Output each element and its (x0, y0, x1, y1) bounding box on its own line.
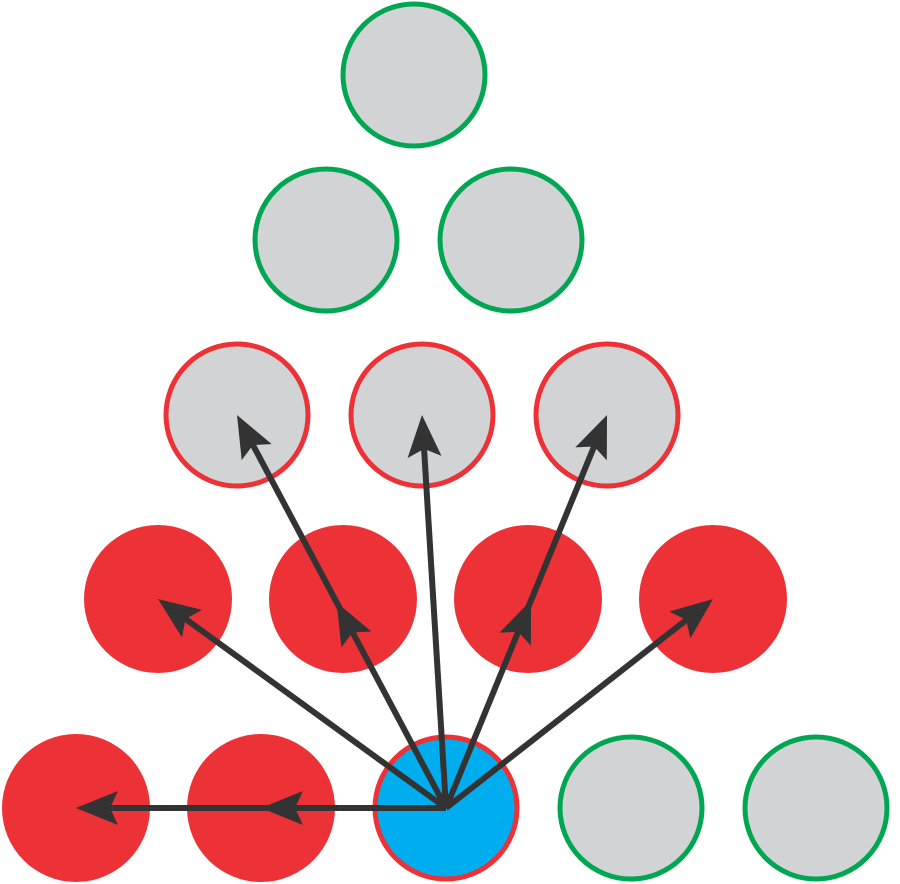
node-r0c0 (340, 1, 488, 149)
arrow-head-r2c1 (407, 415, 442, 458)
arrow-head-r4c0 (76, 791, 118, 825)
node-r4c3 (557, 734, 705, 882)
arrow-head-r2c2 (575, 415, 607, 461)
node-r4c4 (742, 734, 890, 882)
node-r3c2 (454, 525, 602, 673)
arrow-head-r3c0 (158, 599, 202, 638)
arrow-line-r3c0 (172, 608, 448, 811)
arrow-mid-head-r3c1 (336, 602, 372, 648)
arrow-line-r3c3 (444, 608, 700, 811)
node-r1c1 (437, 166, 585, 314)
node-r3c1 (269, 525, 417, 673)
arrow-mid-head-r3c2 (499, 600, 532, 646)
arrow-head-r2c0 (237, 415, 272, 461)
arrows-layer (76, 415, 713, 825)
arrow-line-r2c1 (420, 434, 449, 809)
arrow-mid-head-r4c1 (261, 791, 303, 825)
node-r1c0 (252, 166, 400, 314)
arrow-head-r3c3 (669, 599, 713, 639)
